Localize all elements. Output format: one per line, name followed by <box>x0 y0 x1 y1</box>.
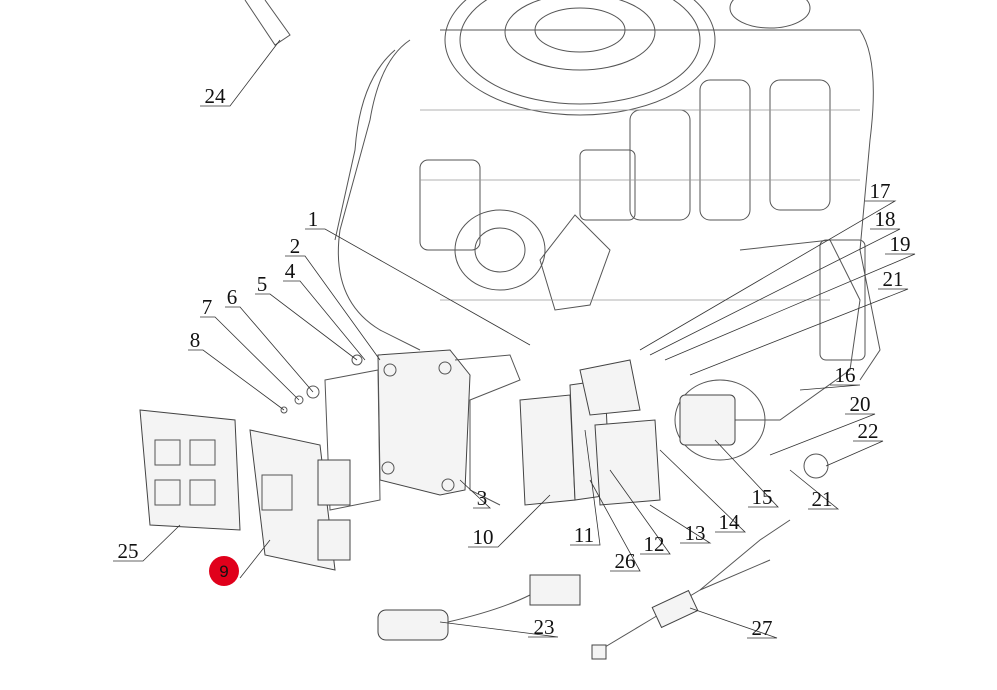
callout-12[interactable]: 12 <box>644 532 665 556</box>
solenoid-15 <box>679 394 736 446</box>
module-10 <box>519 394 576 506</box>
callout-10[interactable]: 10 <box>473 525 494 549</box>
callout-9[interactable]: 9 <box>219 562 228 581</box>
callout-14[interactable]: 14 <box>719 510 741 534</box>
callout-3[interactable]: 3 <box>477 486 488 510</box>
callout-17[interactable]: 17 <box>870 179 891 203</box>
ecu-cover <box>139 409 241 531</box>
callout-25[interactable]: 25 <box>118 539 139 563</box>
harness-23 <box>377 574 581 641</box>
callout-22[interactable]: 22 <box>858 419 879 443</box>
callout-4[interactable]: 4 <box>285 259 296 283</box>
callout-21-bottom[interactable]: 21 <box>812 487 833 511</box>
callout-19[interactable]: 19 <box>890 232 911 256</box>
bracket-plate <box>377 349 521 506</box>
module-12 <box>594 419 661 506</box>
harness-27 <box>591 519 791 660</box>
callout-6[interactable]: 6 <box>227 285 238 309</box>
callout-27[interactable]: 27 <box>752 616 773 640</box>
callout-2[interactable]: 2 <box>290 234 301 258</box>
callout-20[interactable]: 20 <box>850 392 871 416</box>
nut-8 <box>280 406 288 414</box>
callout-9-highlighted[interactable]: 9 <box>209 556 239 586</box>
leader-lines <box>113 39 916 639</box>
callout-15[interactable]: 15 <box>752 485 773 509</box>
callout-labels: 24 1 17 18 2 19 5 4 21 6 7 8 16 20 22 3 … <box>118 84 911 640</box>
callout-7[interactable]: 7 <box>202 295 213 319</box>
callout-1[interactable]: 1 <box>308 207 319 231</box>
ecu-module <box>249 429 351 571</box>
clip-24 <box>244 0 291 46</box>
callout-18[interactable]: 18 <box>875 207 896 231</box>
washer-5 <box>351 354 363 366</box>
engine-block-drawing <box>334 0 881 461</box>
callout-16[interactable]: 16 <box>835 363 856 387</box>
ring-22 <box>803 453 829 479</box>
callout-8[interactable]: 8 <box>190 328 201 352</box>
highlight-marker <box>209 556 239 586</box>
callout-11[interactable]: 11 <box>574 523 594 547</box>
callout-5[interactable]: 5 <box>257 272 268 296</box>
washer-7 <box>294 395 304 405</box>
washer-6 <box>306 385 320 399</box>
callout-21-top[interactable]: 21 <box>883 267 904 291</box>
callout-24[interactable]: 24 <box>205 84 227 108</box>
relay-block <box>579 359 641 416</box>
callout-13[interactable]: 13 <box>685 521 706 545</box>
callout-23[interactable]: 23 <box>534 615 555 639</box>
callout-26[interactable]: 26 <box>615 549 636 573</box>
